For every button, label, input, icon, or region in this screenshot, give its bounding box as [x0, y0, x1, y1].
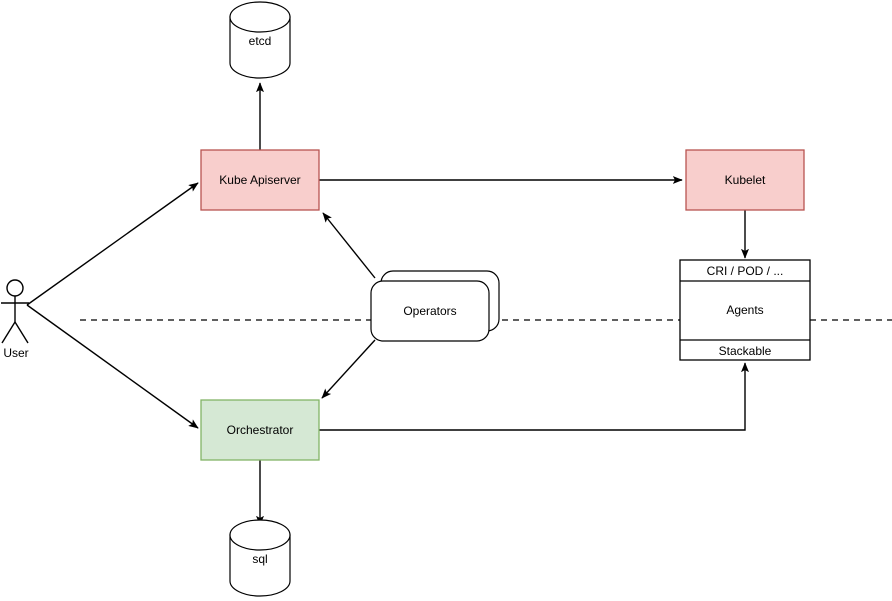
node-kubelet[interactable]	[685, 149, 805, 211]
node-user[interactable]	[1, 279, 29, 344]
edge-orchestrator-to-stackable	[319, 362, 749, 431]
node-etcd[interactable]	[229, 1, 291, 79]
node-sql[interactable]	[229, 519, 291, 597]
edge-operators-to-orchestrator	[321, 339, 376, 399]
edge-user-to-orchestrator	[26, 304, 199, 429]
edge-user-to-apiserver	[26, 182, 199, 306]
node-kube-apiserver[interactable]	[200, 149, 320, 211]
node-operators[interactable]	[370, 270, 500, 342]
node-agents[interactable]	[679, 259, 811, 361]
node-orchestrator[interactable]	[200, 399, 320, 461]
edge-operators-to-apiserver	[322, 212, 376, 279]
